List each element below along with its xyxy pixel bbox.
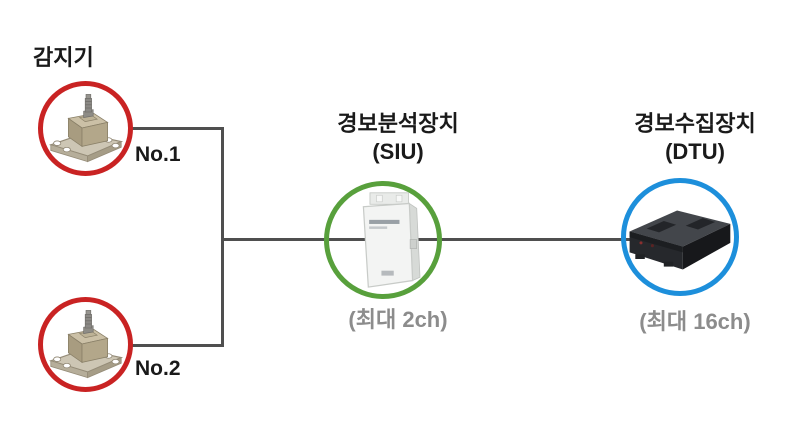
dtu-capacity: (최대 16ch) (639, 309, 751, 334)
dtu-name: 경보수집장치 (634, 111, 756, 136)
sensor1-label: No.1 (135, 143, 181, 166)
siu-ring (324, 181, 442, 299)
siu-title: 경보분석장치 (SIU) (288, 110, 508, 166)
dtu-abbr: (DTU) (665, 139, 725, 164)
sensor2-label: No.2 (135, 357, 181, 380)
sensor1-ring (38, 81, 133, 176)
dtu-ring (621, 178, 739, 296)
sensor-icon (48, 310, 124, 379)
siu-device-icon (362, 192, 421, 288)
dtu-title: 경보수집장치 (DTU) (585, 110, 800, 166)
siu-abbr: (SIU) (372, 139, 424, 164)
sensor2-ring (38, 297, 133, 392)
connector-sensor2 (130, 344, 224, 347)
connector-bus-vertical (221, 127, 224, 347)
siu-name: 경보분석장치 (337, 111, 459, 136)
dtu-device-icon (629, 210, 731, 270)
sensor-icon (48, 94, 124, 163)
sensor-group-label: 감지기 (33, 45, 94, 70)
connector-sensor1 (130, 127, 224, 130)
siu-capacity: (최대 2ch) (348, 307, 448, 332)
